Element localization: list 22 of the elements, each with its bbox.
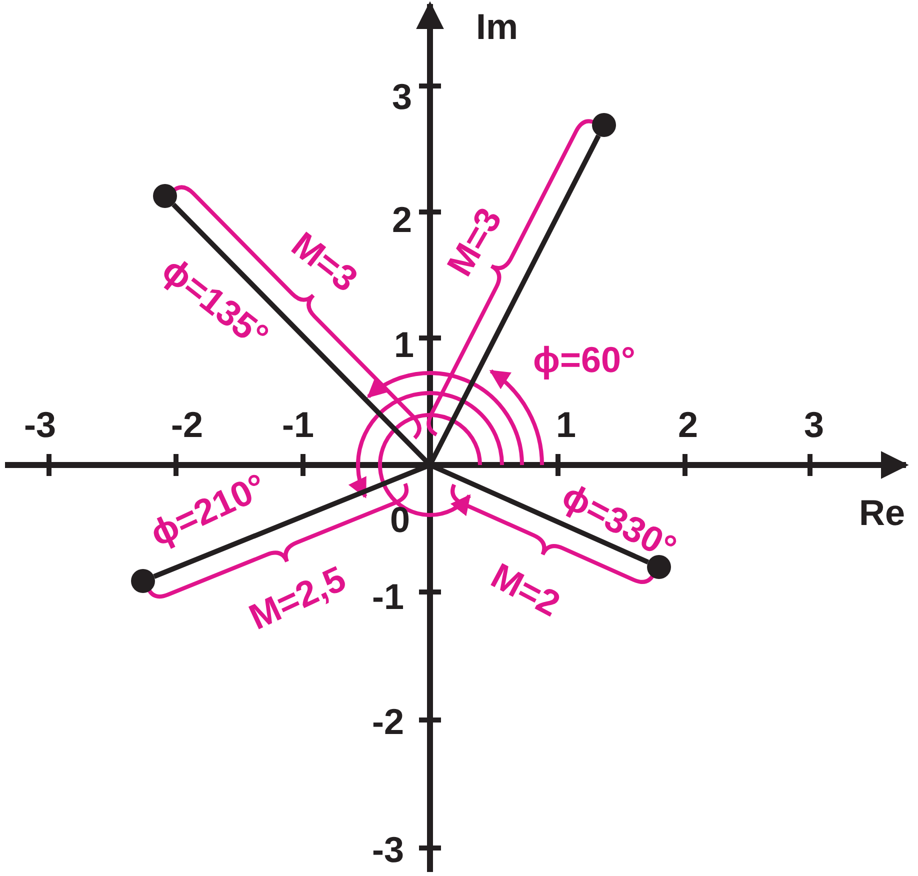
tick-label: 1: [556, 407, 576, 443]
tick-label: -2: [372, 704, 404, 740]
tick-label: -1: [372, 579, 404, 615]
tick-label: 2: [678, 407, 698, 443]
angle-label: ϕ=60°: [533, 342, 636, 378]
tick-label: 1: [394, 327, 414, 363]
tick-label: 3: [392, 79, 412, 115]
point-dot: [153, 184, 177, 208]
magnitude-label: M=2: [485, 557, 565, 623]
point-dot: [647, 555, 671, 579]
magnitude-label: M=3: [284, 226, 364, 298]
axis-label: Re: [859, 495, 906, 531]
point-dot: [592, 113, 616, 137]
tick-label: -3: [24, 407, 56, 443]
tick-label: -3: [372, 832, 404, 868]
point-dot: [131, 569, 155, 593]
origin-label: 0: [390, 502, 410, 538]
tick-label: 2: [392, 202, 412, 238]
tick-label: -1: [282, 407, 314, 443]
axis-label: Im: [476, 9, 518, 45]
tick-label: 3: [804, 407, 824, 443]
tick-label: -2: [171, 407, 204, 443]
